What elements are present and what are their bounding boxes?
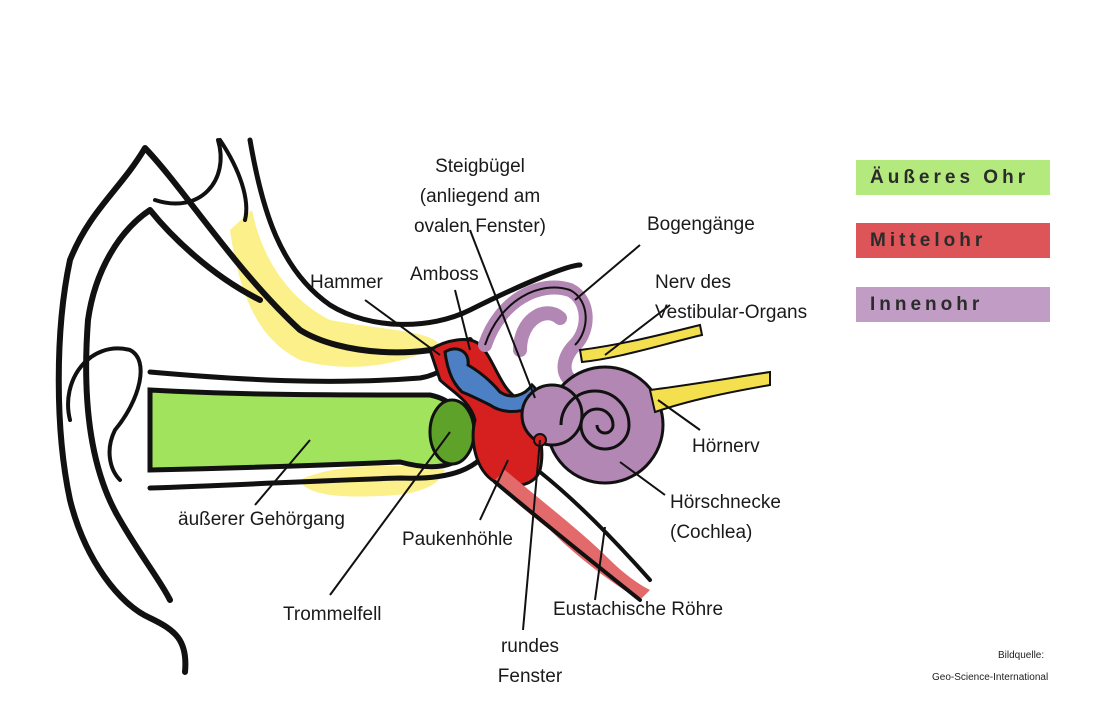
label-auditory-nerve: Hörnerv (692, 436, 760, 457)
label-ear-canal: äußerer Gehörgang (178, 509, 345, 530)
cochlea-spiral (559, 389, 631, 451)
semicircular-canals-outline (484, 286, 587, 346)
label-vestibular-nerve: Nerv des Vestibular-Organs (655, 268, 807, 328)
vestibular-nerve (578, 323, 704, 364)
label-cochlea: Hörschnecke (Cochlea) (670, 488, 781, 548)
leader-lines (254, 229, 701, 631)
label-round-window: rundes Fenster (480, 632, 580, 692)
label-stapes: Steigbügel (anliegend am ovalen Fenster) (400, 152, 560, 242)
auditory-nerve (648, 370, 771, 414)
label-eustachian-tube: Eustachische Röhre (553, 599, 724, 620)
label-stapes-line3: ovalen Fenster) (413, 216, 546, 237)
temporal-bone-upper (230, 210, 440, 367)
label-stapes-line2: (anliegend am (419, 186, 541, 207)
ear-canal (147, 387, 473, 473)
image-credit-line2: Geo-Science-International (932, 672, 1049, 683)
legend-middle-ear-label: Mittelohr (870, 230, 987, 251)
legend-middle-ear: Mittelohr (856, 223, 1050, 258)
image-credit-line1: Bildquelle: (998, 650, 1045, 661)
legend-inner-ear: Innenohr (856, 287, 1050, 322)
legend-inner-ear-label: Innenohr (870, 294, 984, 315)
label-tympanic-cavity: Paukenhöhle (402, 529, 513, 550)
label-vestibular-nerve-line2: Vestibular-Organs (655, 302, 808, 323)
auricle-inner-fold (66, 346, 143, 482)
auricle-helix (153, 138, 249, 222)
semicircular-canals (478, 280, 593, 387)
legend-outer-ear-label: Äußeres Ohr (870, 167, 1030, 188)
label-amboss: Amboss (410, 264, 479, 285)
legend-outer-ear: Äußeres Ohr (856, 160, 1050, 195)
label-eardrum: Trommelfell (283, 604, 382, 625)
label-round-window-line2: Fenster (497, 666, 563, 687)
skin-line-upper (247, 137, 583, 327)
label-vestibular-nerve-line1: Nerv des (655, 272, 732, 293)
eardrum (428, 398, 476, 466)
label-stapes-line1: Steigbügel (435, 156, 525, 177)
label-cochlea-line2: (Cochlea) (670, 522, 753, 543)
label-cochlea-line1: Hörschnecke (670, 492, 781, 513)
label-round-window-line1: rundes (500, 636, 560, 657)
vestibule (520, 383, 584, 447)
auricle-outline (55, 145, 473, 675)
label-hammer: Hammer (310, 272, 383, 293)
label-semicircular-canals: Bogengänge (647, 214, 755, 235)
canal-wall-lower (147, 437, 498, 491)
eustachian-tube (495, 470, 650, 600)
eustachian-tube-outline (493, 470, 652, 602)
